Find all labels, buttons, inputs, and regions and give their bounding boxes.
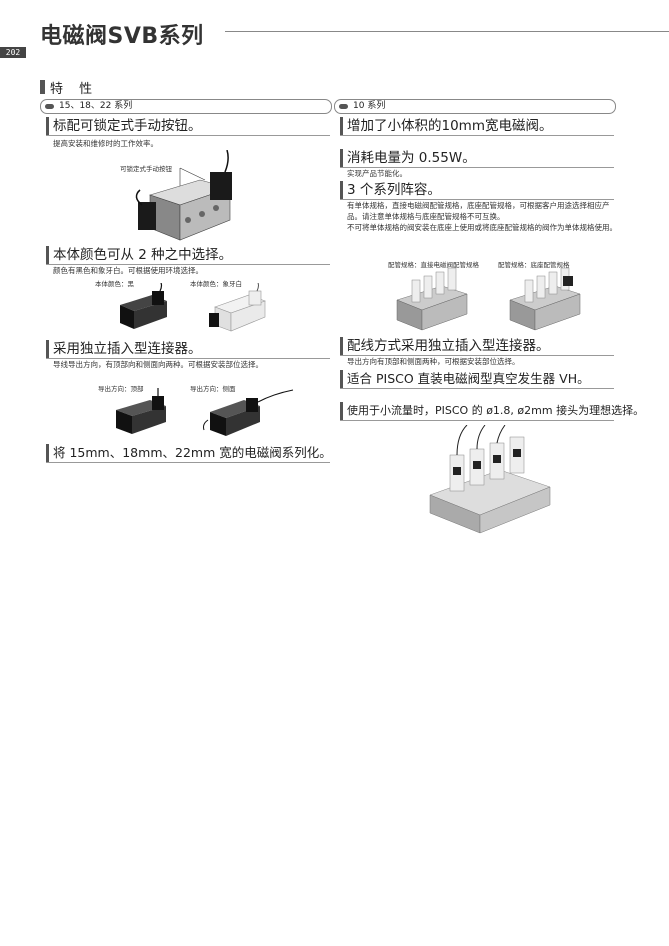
image-caption: 导出方向：顶部 [98, 385, 144, 393]
feature-desc: 导出方向有顶部和侧面两种，可根据安装部位选择。 [347, 357, 520, 366]
page-number: 202 [0, 47, 26, 58]
page-title: 电磁阀SVB系列 [40, 24, 204, 49]
heading-marker [46, 444, 49, 462]
valve-side-exit-image [203, 389, 294, 436]
image-caption: 配管规格：直接电磁阀配管规格 [388, 261, 479, 269]
feature-desc: 实现产品节能化。 [347, 169, 407, 178]
feature-heading: 采用独立插入型连接器。 [53, 341, 202, 357]
feature-desc: 颜色有黑色和象牙白。可根据使用环境选择。 [53, 266, 203, 275]
heading-rule [46, 358, 330, 359]
heading-rule [340, 388, 614, 389]
heading-marker [340, 181, 343, 199]
feature-heading: 配线方式采用独立插入型连接器。 [347, 338, 550, 354]
pill-dot-icon [339, 104, 348, 109]
feature-desc-note: 不可将单体规格的阀安装在底座上使用或将底座配管规格的阀作为单体规格使用。 [347, 223, 617, 232]
image-caption: 可锁定式手动按钮 [120, 165, 172, 173]
heading-marker [46, 340, 49, 358]
feature-desc: 导线导出方向，有顶部向和侧面向两种。可根据安装部位选择。 [53, 360, 263, 369]
vacuum-generator-manifold-image [429, 425, 551, 534]
valve-manual-button-image [135, 150, 232, 241]
feature-heading: 本体颜色可从 2 种之中选择。 [53, 247, 233, 263]
section-title: 特 性 [50, 82, 99, 97]
heading-marker [340, 337, 343, 355]
heading-marker [46, 117, 49, 135]
valve-top-exit-image [116, 388, 166, 434]
manifold-direct-image [396, 267, 468, 331]
section-marker [40, 80, 45, 94]
heading-marker [340, 149, 343, 167]
feature-desc: 提高安装和维修时的工作效率。 [53, 139, 158, 148]
valve-ivory-image [209, 283, 266, 332]
feature-heading: 使用于小流量时，PISCO 的 ø1.8, ø2mm 接头为理想选择。 [347, 404, 645, 417]
heading-marker [340, 402, 343, 420]
heading-rule [46, 264, 330, 265]
series-pill-left: 15、18、22 系列 [40, 99, 332, 114]
image-caption: 本体颜色：象牙白 [190, 280, 242, 288]
valve-black-image [120, 283, 167, 329]
heading-rule [340, 355, 614, 356]
heading-marker [46, 246, 49, 264]
image-caption: 导出方向：侧面 [190, 385, 236, 393]
feature-heading: 增加了小体积的10mm宽电磁阀。 [347, 118, 553, 134]
heading-rule [46, 462, 330, 463]
feature-heading: 3 个系列阵容。 [347, 182, 441, 198]
pill-dot-icon [45, 104, 54, 109]
heading-rule [340, 135, 614, 136]
heading-rule [46, 135, 330, 136]
image-caption: 本体颜色：黑 [95, 280, 134, 288]
heading-rule [340, 420, 614, 421]
series-label-right: 10 系列 [353, 101, 386, 111]
series-label-left: 15、18、22 系列 [59, 101, 133, 111]
feature-heading: 消耗电量为 0.55W。 [347, 150, 476, 166]
image-caption: 配管规格：底座配管规格 [498, 261, 570, 269]
manifold-base-image [509, 267, 581, 331]
heading-marker [340, 117, 343, 135]
title-rule [225, 31, 669, 32]
feature-heading: 标配可锁定式手动按钮。 [53, 118, 202, 134]
heading-marker [340, 370, 343, 388]
series-pill-right: 10 系列 [334, 99, 616, 114]
feature-heading: 将 15mm、18mm、22mm 宽的电磁阀系列化。 [53, 445, 332, 460]
feature-heading: 适合 PISCO 直装电磁阀型真空发生器 VH。 [347, 371, 590, 386]
heading-rule [340, 167, 614, 168]
feature-desc: 有单体规格，直接电磁阀配管规格，底座配管规格，可根据客户用途选择相应产品。请注意… [347, 201, 610, 221]
heading-rule [340, 199, 614, 200]
